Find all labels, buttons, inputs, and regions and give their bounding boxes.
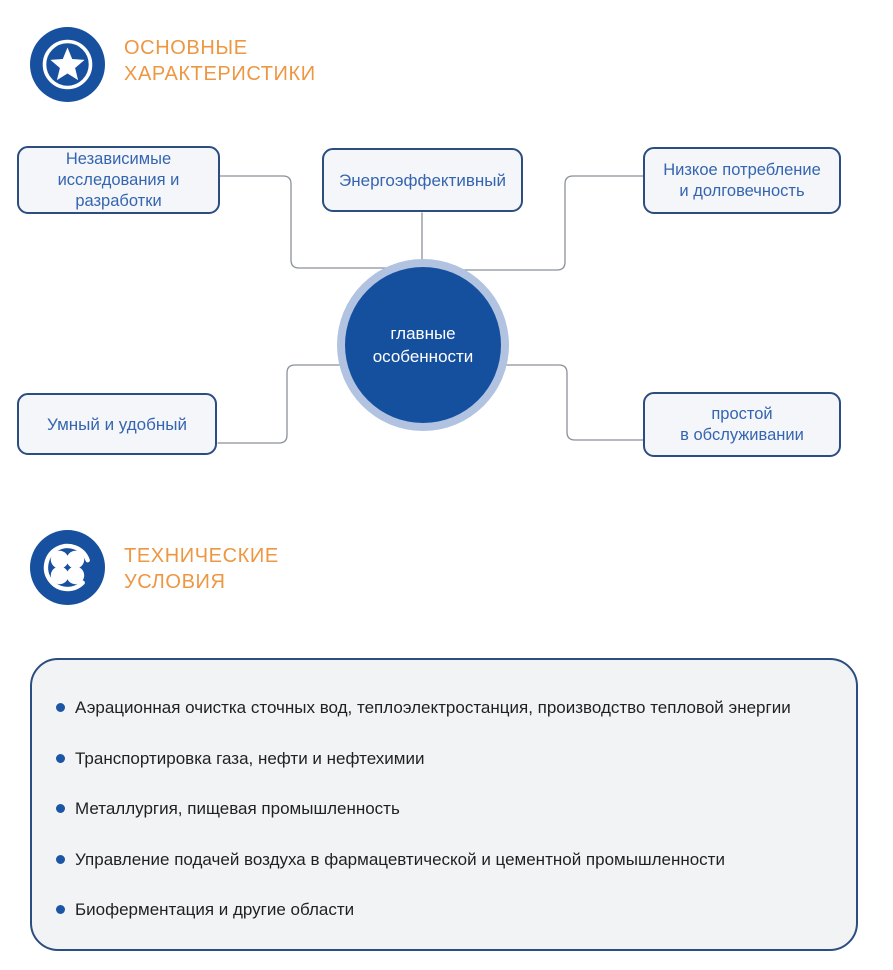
node-text-line: Низкое потребление	[663, 160, 821, 179]
clover-icon	[30, 530, 105, 605]
node-text-line: Независимые	[65, 149, 172, 168]
feature-node-energy-efficient: Энергоэффективный	[322, 148, 523, 212]
specs-section-title: ТЕХНИЧЕСКИЕ УСЛОВИЯ	[124, 543, 279, 595]
spec-list-item: Управление подачей воздуха в фармацевтич…	[54, 848, 822, 871]
spec-item-text: Аэрационная очистка сточных вод, теплоэл…	[75, 698, 791, 717]
features-title-line2: ХАРАКТЕРИСТИКИ	[124, 63, 316, 85]
spec-item-text: Биоферментация и другие области	[75, 900, 355, 919]
spec-item-text: Управление подачей воздуха в фармацевтич…	[75, 849, 725, 869]
node-text-line: и долговечность	[679, 181, 805, 200]
feature-node-low-consumption: Низкое потребление и долговечность	[643, 147, 841, 214]
specs-title-line2: УСЛОВИЯ	[124, 571, 226, 593]
spec-list-item: Биоферментация и другие области	[54, 898, 822, 921]
specs-panel: Аэрационная очистка сточных вод, теплоэл…	[30, 658, 858, 951]
node-text-line: простой	[711, 404, 773, 423]
spec-item-text: Транспортировка газа, нефти и нефтехимии	[75, 748, 425, 768]
star-icon	[30, 27, 105, 102]
node-text-line: разработки	[75, 191, 162, 210]
specs-title-line1: ТЕХНИЧЕСКИЕ	[124, 545, 279, 567]
spec-list-item: Аэрационная очистка сточных вод, теплоэл…	[54, 696, 822, 719]
feature-node-independent-rnd: Независимые исследования и разработки	[17, 146, 220, 214]
hub-text-line: главные	[390, 324, 456, 343]
spec-item-text: Металлургия, пищевая промышленность	[75, 799, 400, 818]
node-text-line: в обслуживании	[680, 425, 804, 444]
node-text-line: Энергоэффективный	[339, 170, 506, 190]
node-text-line: Умный и удобный	[47, 414, 187, 434]
features-title-line1: ОСНОВНЫЕ	[124, 37, 248, 59]
feature-node-easy-maintenance: простой в обслуживании	[643, 392, 841, 457]
features-section-title: ОСНОВНЫЕ ХАРАКТЕРИСТИКИ	[124, 35, 316, 87]
spec-list-item: Металлургия, пищевая промышленность	[54, 797, 822, 820]
node-text-line: исследования и	[57, 170, 180, 189]
feature-node-smart-convenient: Умный и удобный	[17, 393, 217, 455]
central-hub-circle: главные особенности	[337, 259, 509, 431]
central-hub-label: главные особенности	[345, 267, 501, 423]
hub-text-line: особенности	[372, 347, 474, 366]
specs-list: Аэрационная очистка сточных вод, теплоэл…	[32, 660, 856, 921]
spec-list-item: Транспортировка газа, нефти и нефтехимии	[54, 747, 822, 770]
